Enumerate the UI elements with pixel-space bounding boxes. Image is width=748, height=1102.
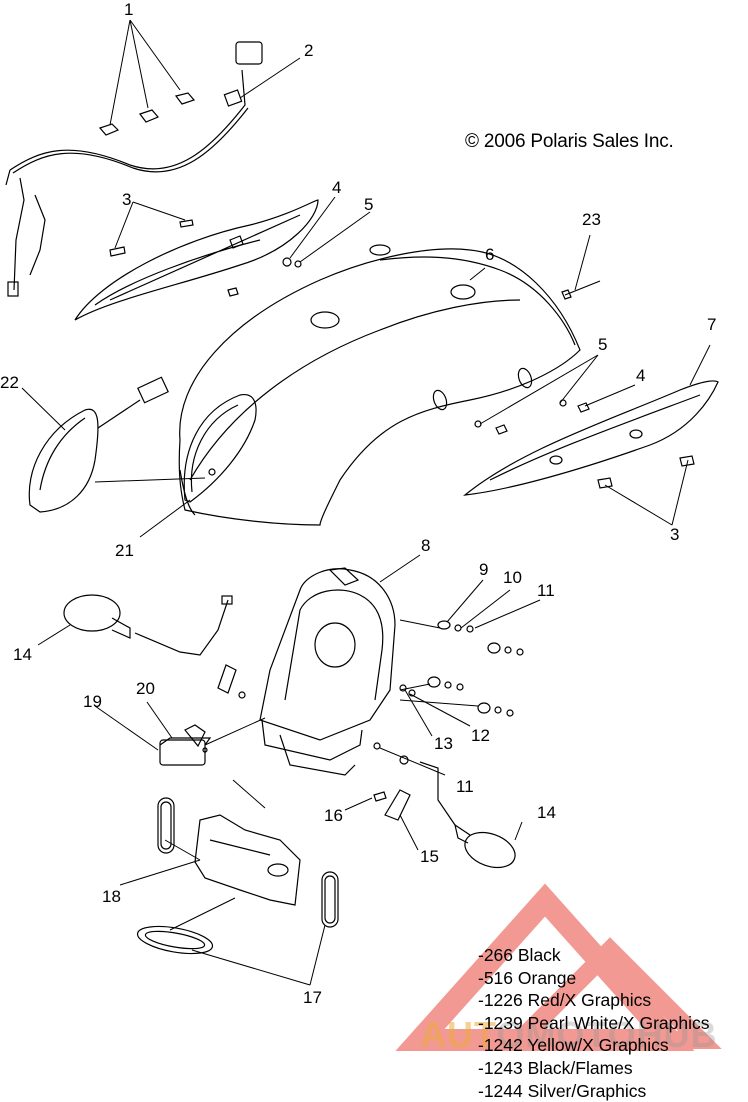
callout-14: 14 bbox=[13, 645, 32, 664]
nut-small-a bbox=[227, 287, 239, 297]
license-light bbox=[159, 724, 212, 766]
callout-1: 1 bbox=[124, 0, 133, 19]
rear-fender bbox=[178, 244, 581, 526]
callout-10: 10 bbox=[503, 568, 522, 587]
callout-7: 7 bbox=[707, 315, 716, 334]
watermark-suffix: HUB bbox=[636, 1014, 718, 1055]
callout-9: 9 bbox=[479, 560, 488, 579]
bolt-3c bbox=[597, 477, 613, 489]
callout-2: 2 bbox=[304, 41, 313, 60]
wire-clip-1 bbox=[98, 92, 196, 136]
callout-18: 18 bbox=[102, 887, 121, 906]
washer-5b bbox=[474, 420, 482, 428]
fender-rail-right bbox=[463, 380, 719, 496]
color-option: -1243 Black/Flames bbox=[478, 1057, 633, 1078]
color-option-list: -266 Black -516 Orange -1226 Red/X Graph… bbox=[478, 944, 710, 1102]
color-option: -266 Black bbox=[478, 945, 561, 965]
leader-lines bbox=[21, 19, 711, 986]
callout-23: 23 bbox=[582, 210, 601, 229]
nut-4c bbox=[577, 402, 590, 413]
callout-3: 3 bbox=[122, 190, 131, 209]
bracket-small bbox=[217, 664, 237, 694]
hardware-stack bbox=[373, 620, 524, 765]
callout-12: 12 bbox=[471, 726, 490, 745]
callout-19: 19 bbox=[83, 692, 102, 711]
bolt-16 bbox=[373, 791, 387, 802]
copyright-notice: © 2006 Polaris Sales Inc. bbox=[465, 131, 674, 152]
nut-4b bbox=[495, 424, 508, 435]
callout-3b: 3 bbox=[670, 525, 679, 544]
callout-11: 11 bbox=[537, 581, 555, 600]
callout-5b: 5 bbox=[598, 335, 607, 354]
reflector-17c bbox=[136, 925, 214, 955]
bolt-3a bbox=[109, 219, 194, 257]
color-option: -1226 Red/X Graphics bbox=[478, 990, 652, 1011]
pin-23 bbox=[561, 280, 601, 300]
callout-20: 20 bbox=[136, 679, 155, 698]
reflector-recess bbox=[183, 393, 257, 503]
wiring-harness bbox=[5, 41, 263, 297]
nut-5a bbox=[294, 260, 302, 268]
washer-5c bbox=[559, 399, 567, 407]
callout-4b: 4 bbox=[636, 366, 645, 385]
license-bracket bbox=[259, 567, 396, 776]
callout-11b: 11 bbox=[456, 777, 474, 796]
bracket-15 bbox=[384, 789, 411, 821]
watermark-logo bbox=[395, 883, 722, 1051]
callout-16: 16 bbox=[324, 806, 343, 825]
callout-14b: 14 bbox=[537, 803, 556, 822]
callout-numbers: 1 2 3 4 5 6 23 7 5 4 3 22 21 8 9 10 11 1… bbox=[0, 0, 716, 1007]
watermark-prefix: AUT bbox=[420, 1014, 497, 1055]
turn-signal-right bbox=[419, 761, 516, 869]
watermark-middle: OMOTO bbox=[496, 1014, 637, 1055]
bolt-small bbox=[238, 691, 246, 699]
washer-4a bbox=[282, 257, 292, 267]
color-option: -1244 Silver/Graphics bbox=[478, 1080, 647, 1101]
callout-5: 5 bbox=[364, 195, 373, 214]
callout-17: 17 bbox=[303, 988, 322, 1007]
bolt-3b bbox=[679, 455, 695, 467]
callout-15: 15 bbox=[420, 847, 439, 866]
reflector-17a bbox=[157, 797, 175, 854]
callout-8: 8 bbox=[421, 536, 430, 555]
reflector-17b bbox=[321, 871, 339, 928]
license-plate-mount bbox=[194, 814, 301, 906]
fender-rail-left bbox=[74, 199, 319, 321]
color-option: -1239 Pearl White/X Graphics bbox=[478, 1012, 710, 1033]
color-option: -1242 Yellow/X Graphics bbox=[478, 1035, 669, 1056]
callout-22: 22 bbox=[0, 373, 19, 392]
color-option: -516 Orange bbox=[478, 967, 577, 988]
callout-6: 6 bbox=[485, 245, 494, 264]
callout-21: 21 bbox=[115, 541, 134, 560]
watermark-text: AUTOMOTOHUB bbox=[420, 1014, 718, 1056]
turn-signal-left bbox=[63, 594, 233, 656]
callout-4: 4 bbox=[332, 178, 341, 197]
taillight-assembly bbox=[28, 376, 169, 513]
callout-13: 13 bbox=[434, 734, 453, 753]
